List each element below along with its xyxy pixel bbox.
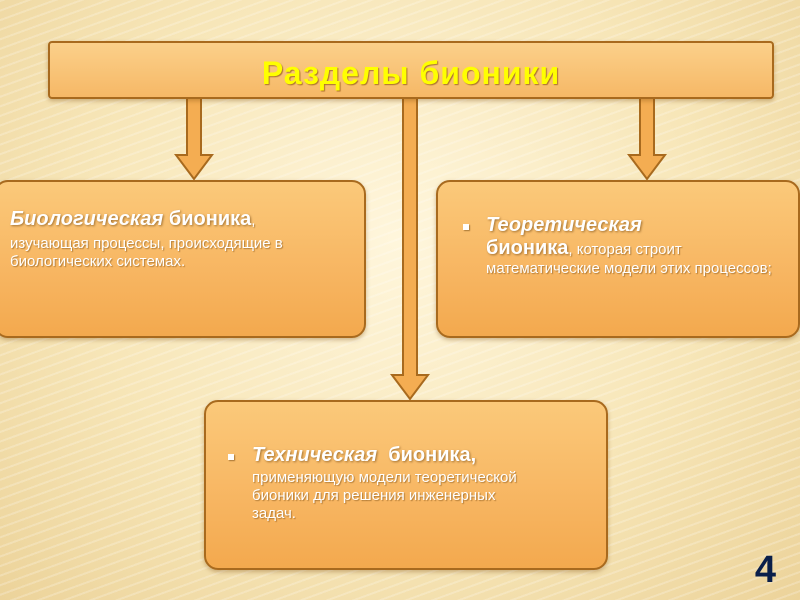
- biological-description: изучающая процессы, происходящие в биоло…: [10, 235, 283, 270]
- title-box: Разделы бионики: [48, 41, 774, 99]
- bullet-icon: [463, 224, 469, 230]
- biological-bionics-content: Биологическая бионика, изучающая процесс…: [10, 208, 350, 271]
- biological-heading-rest: бионика: [163, 208, 252, 230]
- theoretical-heading-line2: бионика: [486, 237, 569, 259]
- technical-heading-rest: бионика,: [377, 444, 477, 466]
- theoretical-description: математические модели этих процессов;: [486, 260, 772, 277]
- theoretical-inline-text: , которая строит: [568, 241, 682, 258]
- technical-heading-italic: Техническая: [252, 444, 378, 466]
- page-number: 4: [754, 549, 776, 591]
- biological-bionics-box: Биологическая бионика, изучающая процесс…: [0, 180, 366, 338]
- theoretical-heading-line1: Теоретическая: [486, 214, 642, 236]
- theoretical-bionics-content: Теоретическая бионика, которая строит ма…: [486, 214, 786, 278]
- arrow-down-icon: [390, 97, 430, 401]
- arrow-down-icon: [174, 97, 214, 181]
- diagram-title: Разделы бионики: [261, 55, 561, 91]
- biological-heading-trail: ,: [251, 212, 256, 229]
- technical-bionics-box: Техническая бионика, применяющую модели …: [204, 400, 608, 570]
- technical-description: применяющую модели теоретической бионики…: [252, 469, 517, 522]
- technical-bionics-content: Техническая бионика, применяющую модели …: [252, 444, 582, 523]
- bullet-icon: [228, 454, 234, 460]
- biological-heading-italic: Биологическая: [10, 208, 164, 230]
- theoretical-bionics-box: Теоретическая бионика, которая строит ма…: [436, 180, 800, 338]
- arrow-down-icon: [627, 97, 667, 181]
